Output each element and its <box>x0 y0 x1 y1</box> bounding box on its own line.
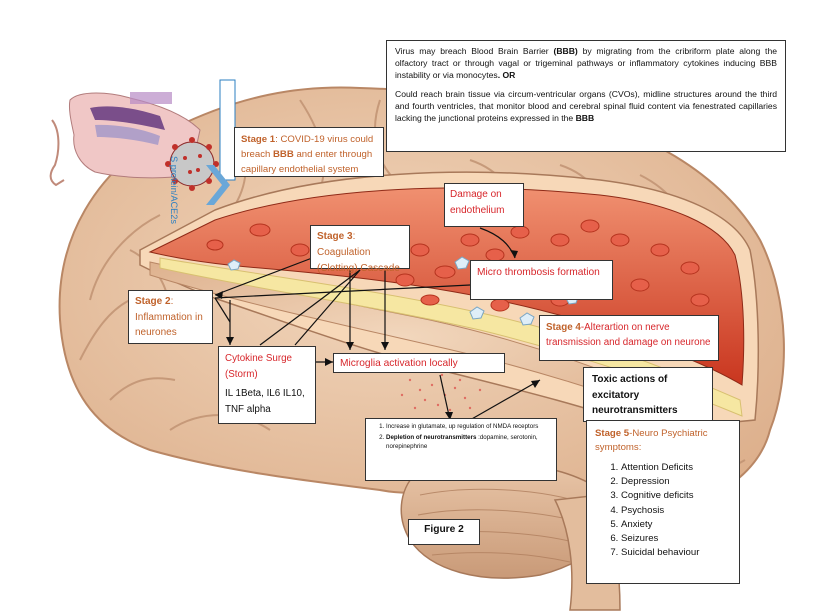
neuro-item-1: Increase in glutamate, up regulation of … <box>386 423 550 431</box>
nasal-cavity-inset <box>49 92 201 187</box>
symptom-item: Depression <box>621 475 731 489</box>
stage1-box: Stage 1: COVID-19 virus could breach BBB… <box>234 127 384 177</box>
stage5-box: Stage 5-Neuro Psychiatric symptoms: Atte… <box>586 420 740 584</box>
chevron-arrow-icon <box>206 165 230 205</box>
toxic-label: Toxic actions of excitatory neurotransmi… <box>592 374 678 416</box>
stage2-title: Stage 2 <box>135 296 171 307</box>
damage-box: Damage on endothelium <box>444 183 524 227</box>
neuro-item-2: Depletion of neurotransmitters :dopamine… <box>386 434 550 451</box>
figure-label: Figure 2 <box>408 519 480 545</box>
stage5-subtitle: -Neuro Psychiatric symptoms: <box>595 428 708 453</box>
symptom-item: Suicidal behaviour <box>621 546 731 560</box>
symptom-list: Attention Deficits Depression Cognitive … <box>595 461 731 560</box>
stage1-title: Stage 1 <box>241 134 276 145</box>
micro-thrombosis-box: Micro thrombosis formation <box>470 260 613 300</box>
micro-thrombosis-label: Micro thrombosis formation <box>477 267 600 278</box>
toxic-box: Toxic actions of excitatory neurotransmi… <box>583 367 713 422</box>
stage3-box: Stage 3: Coagulation (Clotting) Cascade <box>310 225 410 274</box>
cytokine-title: Cytokine Surge (Storm) <box>225 353 292 380</box>
symptom-item: Cognitive deficits <box>621 489 731 503</box>
protein-strip <box>219 79 236 181</box>
info-paragraph-2: Could reach brain tissue via circum-vent… <box>395 88 777 124</box>
stage4-box: Stage 4-Alterartion on nerve transmissio… <box>539 315 719 361</box>
bbb-info-box: Virus may breach Blood Brain Barrier (BB… <box>386 40 786 152</box>
endothelium-shape <box>159 257 743 417</box>
symptom-item: Seizures <box>621 532 731 546</box>
symptom-item: Anxiety <box>621 518 731 532</box>
damage-label: Damage on endothelium <box>450 189 505 216</box>
virus-icon <box>165 137 219 191</box>
stage3-title: Stage 3 <box>317 231 353 242</box>
symptom-item: Attention Deficits <box>621 461 731 475</box>
neurotransmitter-box: Increase in glutamate, up regulation of … <box>365 418 557 481</box>
symptom-item: Psychosis <box>621 504 731 518</box>
microglia-box: Microglia activation locally <box>333 353 505 373</box>
cytokine-box: Cytokine Surge (Storm) IL 1Beta, IL6 IL1… <box>218 346 316 424</box>
info-paragraph-1: Virus may breach Blood Brain Barrier (BB… <box>395 46 778 81</box>
stage4-title: Stage 4 <box>546 322 581 333</box>
cytokine-list: IL 1Beta, IL6 IL10, TNF alpha <box>225 388 305 415</box>
microglia-label: Microglia activation locally <box>340 358 458 369</box>
stage5-title: Stage 5 <box>595 428 630 439</box>
protein-label: S protein/ACE2s <box>169 156 179 224</box>
stage2-box: Stage 2: Inflammation in neurones <box>128 290 213 344</box>
